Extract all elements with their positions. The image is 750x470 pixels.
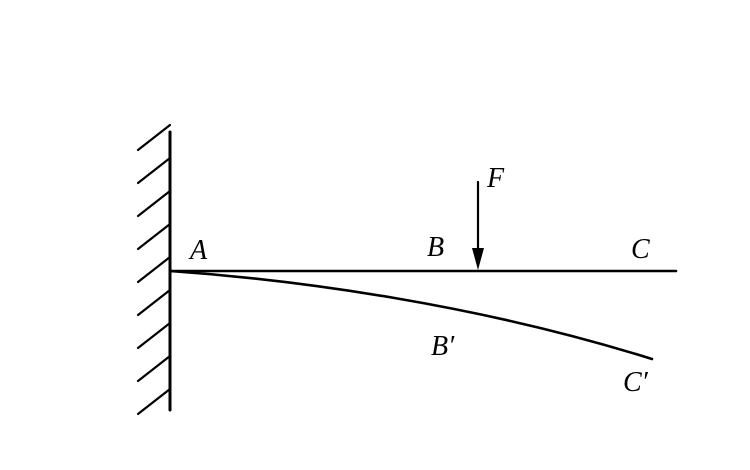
force-arrowhead bbox=[472, 248, 484, 270]
label-deflected-b: B′ bbox=[431, 331, 455, 362]
force-arrow bbox=[472, 180, 484, 270]
hatch-mark bbox=[136, 123, 172, 152]
label-point-a: A bbox=[188, 235, 208, 266]
label-point-b: B bbox=[427, 232, 444, 263]
wall-hatching bbox=[136, 123, 172, 416]
label-point-c: C bbox=[631, 234, 650, 265]
hatch-mark bbox=[136, 354, 172, 383]
hatch-mark bbox=[136, 255, 172, 284]
deflected-beam-curve bbox=[168, 269, 654, 361]
hatch-mark bbox=[136, 222, 172, 251]
label-force-f: F bbox=[486, 163, 505, 194]
fixed-wall-support bbox=[136, 123, 172, 416]
hatch-mark bbox=[136, 387, 172, 416]
label-deflected-c: C′ bbox=[623, 367, 649, 398]
hatch-mark bbox=[136, 156, 172, 185]
hatch-mark bbox=[136, 189, 172, 218]
hatch-mark bbox=[136, 321, 172, 350]
hatch-mark bbox=[136, 288, 172, 317]
